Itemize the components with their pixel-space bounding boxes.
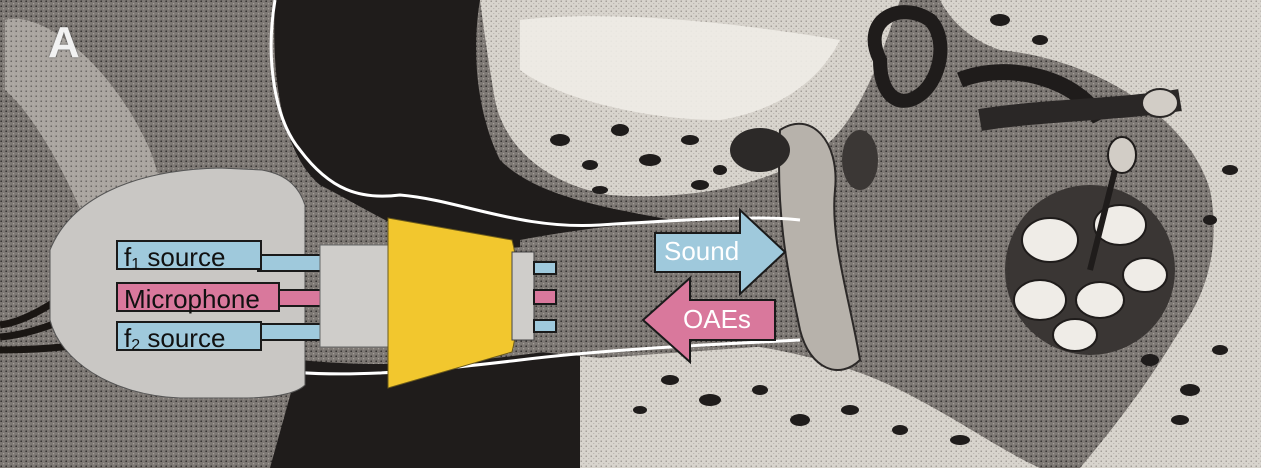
nerve-cross-section xyxy=(1142,89,1178,117)
f2-source-text: source xyxy=(140,323,225,353)
probe-port-f2 xyxy=(534,320,556,332)
panel-letter: A xyxy=(48,18,81,68)
microphone-label: Microphone xyxy=(116,282,280,312)
f1-tube xyxy=(258,255,323,271)
probe-port-microphone xyxy=(534,290,556,304)
f1-source-subscript: 1 xyxy=(131,256,140,273)
f2-tube xyxy=(258,324,323,340)
sound-label: Sound xyxy=(664,236,739,267)
oaes-label: OAEs xyxy=(683,304,751,335)
probe-port-f1 xyxy=(534,262,556,274)
f1-source-label: f1 source xyxy=(116,240,262,270)
probe-tip xyxy=(512,252,534,340)
microphone-text: Microphone xyxy=(124,284,260,314)
probe-connector xyxy=(320,245,388,347)
f2-source-label: f2 source xyxy=(116,321,262,351)
f2-source-subscript: 2 xyxy=(131,337,140,354)
f1-source-text: source xyxy=(140,242,225,272)
ossicle-malleus xyxy=(730,128,790,172)
ossicle-incus xyxy=(842,130,878,190)
